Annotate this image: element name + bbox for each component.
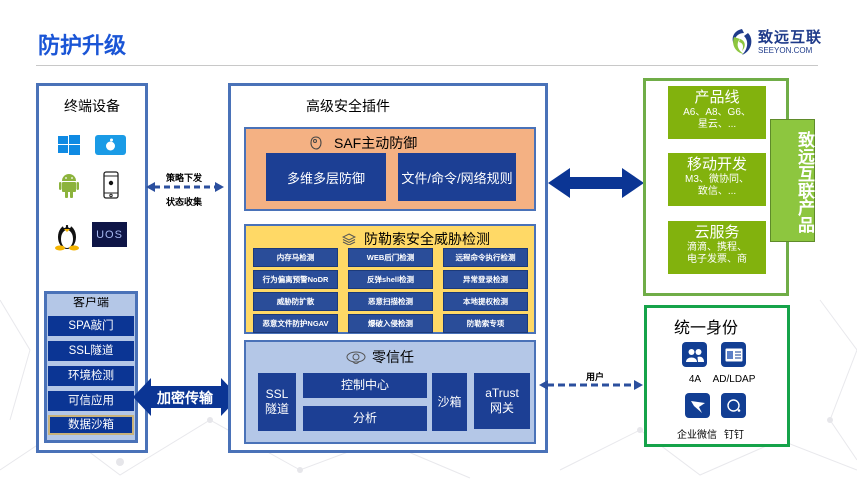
products-double-arrow [548,168,644,198]
unified-identity-title: 统一身份 [674,320,739,337]
zt-ssl-tunnel: SSL 隧道 [258,373,296,431]
zt-atrust-gateway: aTrust 网关 [474,373,530,429]
product-card-cloud-service: 云服务 滴滴、携程、 电子发票、商 [668,221,766,274]
title-divider [36,65,501,66]
client-panel-title: 客户端 [72,297,109,309]
identity-label-ad-ldap: AD/LDAP [712,374,756,385]
ransomware-detection-grid: 内存马检测 WEB后门检测 远程命令执行检测 行为偏离预警NoDR 反弹shel… [253,248,528,333]
product-card-desc: A6、A8、G6、 [683,107,751,118]
ransomware-title-text: 防勒索安全威胁检测 [364,231,490,247]
windows-icon [54,130,84,160]
detect-anti-ransomware: 防勒索专项 [443,314,528,333]
zt-atrust-label: aTrust [485,386,519,400]
product-card-desc: 电子发票、商 [687,254,747,265]
title-divider [500,65,818,66]
detect-abnormal-login: 异常登录检测 [443,270,528,289]
zero-trust-title: 零信任 [346,347,414,367]
unified-identity-panel [644,305,790,447]
user-label: 用户 [586,372,605,382]
product-card-title: 移动开发 [686,156,747,173]
saf-multilayer-defense: 多维多层防御 [266,153,386,201]
detect-threat-spread: 威胁防扩散 [253,292,338,311]
product-card-desc: 致信、... [697,186,737,197]
product-card-product-line: 产品线 A6、A8、G6、 星云、... [668,86,766,139]
identity-label-wecom: 企业微信 [677,430,717,441]
advanced-security-plugin-title: 高级安全插件 [306,98,390,114]
iphone-icon [96,170,126,200]
client-item-data-sandbox: 数据沙箱 [48,415,134,435]
page-title: 防护升级 [38,33,127,58]
policy-dashed-arrow [146,182,224,192]
seeyon-swirl-logo-icon [732,29,752,55]
client-item-env-check: 环境检测 [48,366,134,386]
detect-remote-exec: 远程命令执行检测 [443,248,528,267]
client-item-trusted-app: 可信应用 [48,391,134,411]
encrypted-transport-label: 加密传输 [157,390,213,406]
saf-file-cmd-network-rules: 文件/命令/网络规则 [398,153,516,201]
product-card-desc: 星云、... [697,119,737,130]
client-item-spa: SPA敲门 [48,316,134,336]
shield-hand-icon [310,136,322,150]
uos-icon: UOS [92,222,127,247]
zt-sandbox: 沙箱 [432,373,467,431]
brand-logo: 致远互联 SEEYON.COM [728,24,823,60]
android-icon [54,170,84,200]
linux-tux-icon [52,218,82,252]
policy-dispatch-label: 策略下发 [166,173,203,183]
users-icon [682,342,707,367]
detect-reverse-shell: 反弹shell检测 [348,270,433,289]
zt-tunnel-label: 隧道 [264,402,289,416]
product-card-title: 产品线 [694,89,740,106]
id-card-icon [721,342,746,367]
layers-icon [342,233,356,245]
saf-title: SAF主动防御 [310,133,417,153]
identity-label-4a: 4A [688,374,702,385]
zt-gateway-label: 网关 [489,401,514,415]
saf-title-text: SAF主动防御 [334,135,418,151]
detect-ngav: 恶意文件防护NGAV [253,314,338,333]
status-collect-label: 状态收集 [166,197,203,207]
zt-analysis: 分析 [303,406,427,431]
zero-trust-title-text: 零信任 [372,349,414,365]
identity-label-dingtalk: 钉钉 [724,430,744,441]
detect-web-backdoor: WEB后门检测 [348,248,433,267]
client-item-ssl: SSL隧道 [48,341,134,361]
zero-trust-icon [346,351,366,364]
encrypted-transport-arrow [133,378,239,416]
detect-malicious-scan: 恶意扫描检测 [348,292,433,311]
detect-memory-trojan: 内存马检测 [253,248,338,267]
terminal-devices-title: 终端设备 [64,98,120,114]
apple-mac-icon [94,130,126,160]
seeyon-products-side-label: 致远互联产品 [770,119,815,242]
product-card-desc: M3、微协同、 [685,174,749,185]
product-card-desc: 滴滴、携程、 [687,242,747,253]
detect-bruteforce: 爆破入侵检测 [348,314,433,333]
detect-local-privesc: 本地提权检测 [443,292,528,311]
zt-control-center: 控制中心 [303,373,427,398]
dingtalk-icon [721,393,746,418]
zt-ssl-label: SSL [265,387,289,401]
logo-name-cn: 致远互联 [758,28,823,46]
logo-name-en: SEEYON.COM [758,45,813,55]
product-card-mobile-dev: 移动开发 M3、微协同、 致信、... [668,153,766,206]
wecom-icon [685,393,710,418]
ransomware-title: 防勒索安全威胁检测 [342,229,490,249]
user-dashed-arrow [539,380,643,390]
product-card-title: 云服务 [694,224,740,241]
detect-behavior-nodr: 行为偏离预警NoDR [253,270,338,289]
